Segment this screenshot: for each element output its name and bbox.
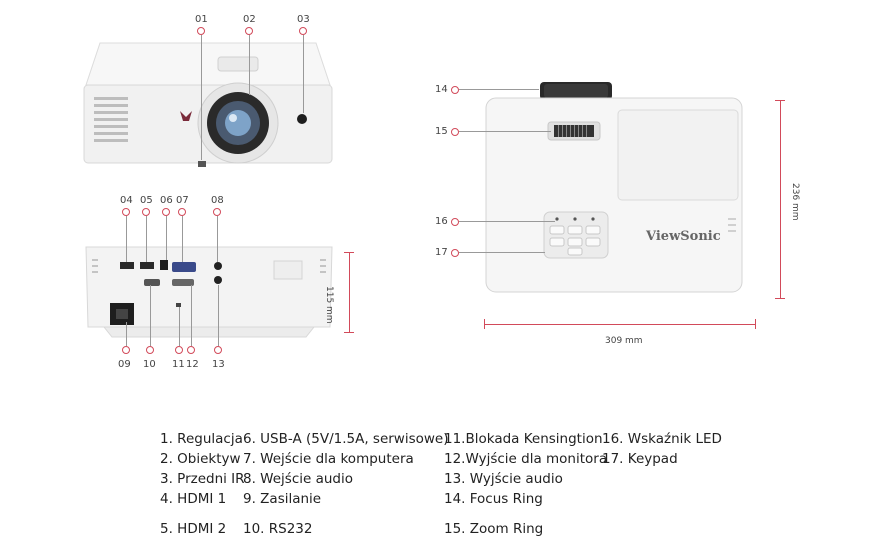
callout-marker: [175, 346, 183, 354]
callout-line: [146, 216, 147, 262]
height-dimension-label: 115 mm: [324, 286, 334, 324]
callout-marker: [451, 86, 459, 94]
legend-item: 17. Keypad: [602, 451, 678, 467]
depth-dimension-tick: [775, 298, 785, 299]
legend-item: 2. Obiektyw: [160, 451, 241, 467]
callout-label: 02: [243, 14, 256, 25]
projector-front-view: [83, 42, 333, 167]
callout-marker: [122, 208, 130, 216]
legend-item: 12.Wyjście dla monitora: [444, 451, 608, 467]
depth-dimension-tick: [775, 100, 785, 101]
callout-marker: [178, 208, 186, 216]
callout-marker: [122, 346, 130, 354]
callout-label: 04: [120, 195, 133, 206]
width-dimension-line: [484, 324, 755, 325]
callout-line: [191, 285, 192, 346]
callout-marker: [451, 128, 459, 136]
callout-label: 10: [143, 359, 156, 370]
callout-line: [150, 285, 151, 346]
width-dimension-tick: [484, 319, 485, 329]
legend-item: 10. RS232: [243, 521, 313, 537]
callout-marker: [142, 208, 150, 216]
callout-label: 11: [172, 359, 185, 370]
legend-item: 13. Wyjście audio: [444, 471, 563, 487]
callout-line: [126, 322, 127, 346]
callout-line: [182, 216, 183, 262]
callout-marker: [299, 27, 307, 35]
legend-item: 1. Regulacja: [160, 431, 243, 447]
callout-marker: [162, 208, 170, 216]
brand-logo: ViewSonic: [646, 229, 721, 244]
callout-line: [126, 216, 127, 262]
legend-item: 6. USB-A (5V/1.5A, serwisowe): [243, 431, 449, 447]
height-dimension-tick: [344, 252, 354, 253]
callout-label: 07: [176, 195, 189, 206]
height-dimension-tick: [344, 332, 354, 333]
depth-dimension-line: [780, 100, 781, 298]
legend-item: 15. Zoom Ring: [444, 521, 544, 537]
callout-label: 14: [435, 84, 448, 95]
legend-item: 14. Focus Ring: [444, 491, 543, 507]
callout-label: 09: [118, 359, 131, 370]
callout-label: 03: [297, 14, 310, 25]
callout-line: [179, 307, 180, 346]
height-dimension-line: [349, 252, 350, 332]
callout-marker: [451, 218, 459, 226]
callout-label: 16: [435, 216, 448, 227]
callout-label: 08: [211, 195, 224, 206]
callout-marker: [214, 346, 222, 354]
legend-item: 4. HDMI 1: [160, 491, 227, 507]
callout-line: [218, 285, 219, 346]
callout-label: 05: [140, 195, 153, 206]
callout-line: [459, 131, 551, 132]
callout-label: 06: [160, 195, 173, 206]
callout-line: [303, 35, 304, 113]
legend-item: 3. Przedni IR: [160, 471, 245, 487]
callout-label: 01: [195, 14, 208, 25]
callout-line: [217, 216, 218, 262]
legend-item: 5. HDMI 2: [160, 521, 227, 537]
width-dimension-label: 309 mm: [605, 336, 643, 346]
callout-marker: [146, 346, 154, 354]
callout-marker: [187, 346, 195, 354]
callout-marker: [213, 208, 221, 216]
legend-item: 9. Zasilanie: [243, 491, 322, 507]
projector-rear-view: [85, 246, 333, 338]
callout-line: [201, 35, 202, 160]
callout-label: 17: [435, 247, 448, 258]
legend-item: 8. Wejście audio: [243, 471, 353, 487]
callout-line: [459, 252, 545, 253]
callout-line: [459, 89, 539, 90]
width-dimension-tick: [755, 319, 756, 329]
legend-item: 16. Wskaźnik LED: [602, 431, 722, 447]
callout-label: 15: [435, 126, 448, 137]
callout-label: 12: [186, 359, 199, 370]
callout-line: [459, 221, 555, 222]
callout-line: [249, 35, 250, 95]
legend-item: 7. Wejście dla komputera: [243, 451, 414, 467]
projector-top-view: [485, 82, 743, 293]
callout-label: 13: [212, 359, 225, 370]
callout-marker: [245, 27, 253, 35]
depth-dimension-label: 236 mm: [790, 183, 800, 221]
callout-marker: [197, 27, 205, 35]
callout-marker: [451, 249, 459, 257]
legend-item: 11.Blokada Kensingtion: [444, 431, 603, 447]
callout-line: [166, 216, 167, 260]
